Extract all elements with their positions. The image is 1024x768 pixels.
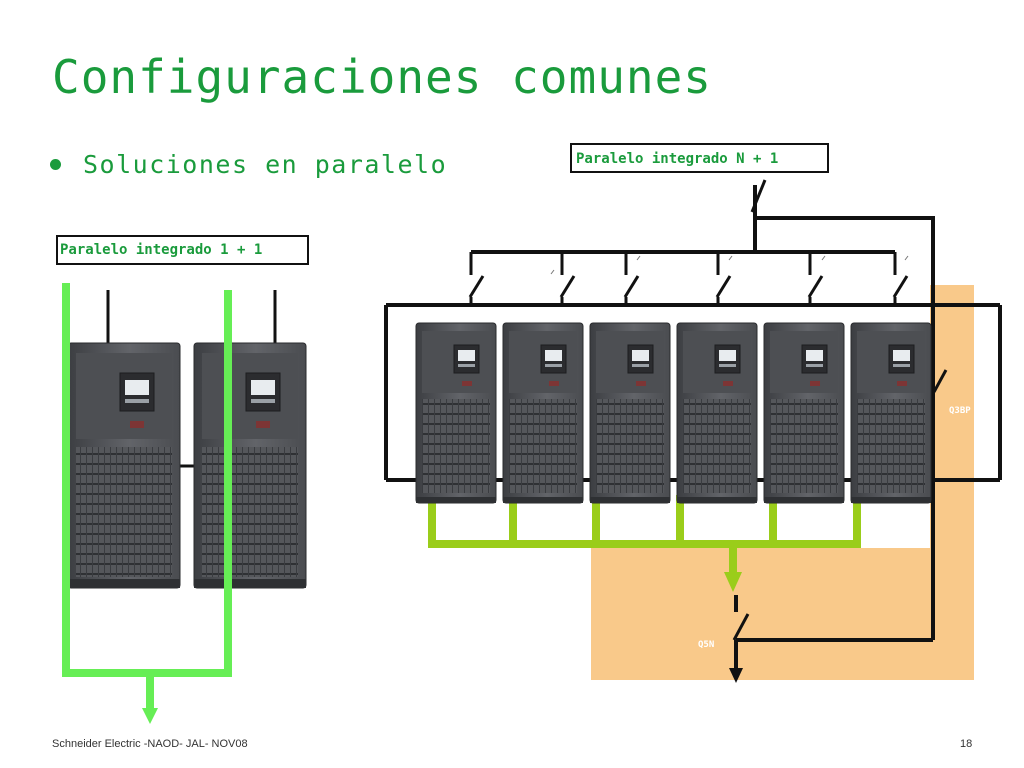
load-arrow-icon [729,668,743,683]
left-output-bus [62,283,232,712]
bypass-breaker-label: Q3BP [949,406,971,416]
input-breakers [468,252,909,305]
label-n1-text: Paralelo integrado N + 1 [576,151,778,167]
left-output-arrow-icon [142,708,158,724]
tick-marks [550,255,909,275]
ups-row-right [415,322,932,504]
slide-title: Configuraciones comunes [52,50,712,104]
output-breaker [732,595,750,672]
label-n1-box: Paralelo integrado N + 1 [570,143,829,173]
left-input-lines [106,290,277,468]
bullet-dot-icon [50,159,61,170]
output-arrow-icon [724,572,742,592]
bullet-text: Soluciones en paralelo [83,150,448,179]
output-breaker-label: Q5N [698,640,714,650]
bullet-item: Soluciones en paralelo [50,150,447,179]
bypass-breaker [932,369,948,393]
orange-bypass-panel [591,285,974,680]
footer-text: Schneider Electric -NAOD- JAL- NOV08 [52,738,248,750]
label-11-text: Paralelo integrado 1 + 1 [60,242,262,258]
label-11-box: Paralelo integrado 1 + 1 [56,235,309,265]
page-number: 18 [960,738,973,750]
